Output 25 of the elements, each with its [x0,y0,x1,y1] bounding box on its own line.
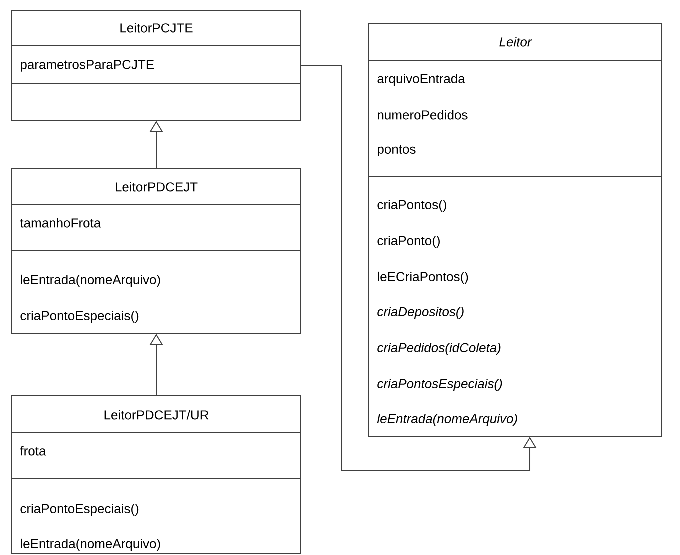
member-text: frota [20,446,46,456]
member-text: criaPonto() [378,236,440,248]
member-text: parametrosParaPCJTE [21,60,154,72]
member-text: pontos [378,145,416,157]
class-name: Leitor [500,37,532,47]
member-text: arquivoEntrada [378,74,466,86]
member-text: numeroPedidos [378,110,468,120]
member-text: criaDepositos() [378,306,464,320]
member-text: leEntrada(nomeArquivo) [21,274,160,288]
class-name: LeitorPDCEJT [116,182,198,192]
class-box [12,10,302,122]
member-text: criaPontos() [378,200,446,212]
class-name: LeitorPDCEJT/UR [104,410,209,420]
member-text: leEntrada(nomeArquivo) [21,538,160,552]
class-box [12,168,302,334]
member-text: criaPedidos(idColeta) [378,342,501,356]
class-box [368,24,662,438]
member-text: tamanhoFrota [20,218,102,228]
member-text: leEntrada(nomeArquivo) [377,414,518,426]
member-text: criaPontosEspeciais() [378,378,502,392]
class-name: LeitorPCJTE [120,23,193,33]
member-text: criaPontoEspeciais() [20,504,139,516]
member-text: leECriaPontos() [378,272,468,284]
member-text: criaPontoEspeciais() [20,310,139,324]
class-box [12,396,302,554]
